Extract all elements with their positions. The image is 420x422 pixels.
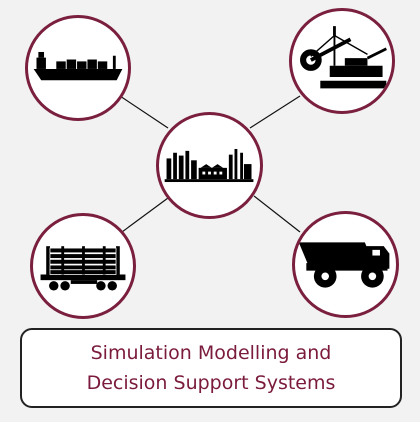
connector-railcar <box>121 197 169 233</box>
mining-dump-truck-icon <box>298 242 390 288</box>
connector-truck <box>253 195 301 233</box>
industrial-plant-icon <box>164 148 254 183</box>
excavator-node <box>289 8 395 114</box>
log-railcar-icon <box>40 246 126 291</box>
railcar-node <box>30 213 136 319</box>
truck-node <box>292 211 399 318</box>
cargo-ship-icon <box>33 51 123 81</box>
title-line-2: Decision Support Systems <box>86 372 336 394</box>
title-line-1: Simulation Modelling and <box>90 342 332 364</box>
title-box: Simulation Modelling and Decision Suppor… <box>20 328 402 408</box>
ship-node <box>25 15 131 121</box>
connector-excavator <box>249 95 301 129</box>
connector-ship <box>119 95 169 129</box>
plant-node <box>156 112 263 219</box>
bucket-wheel-excavator-icon <box>300 26 387 89</box>
